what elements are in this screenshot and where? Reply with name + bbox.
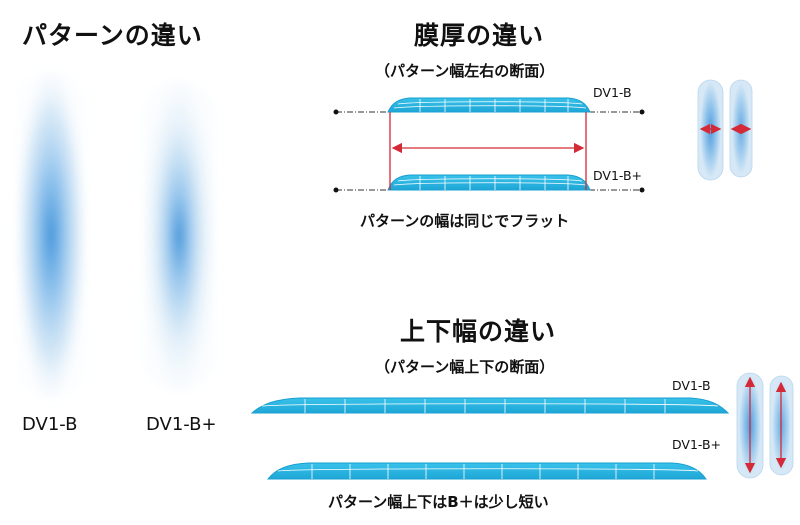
pattern-dv1-b-plus [143,80,215,392]
thickness-caption: パターンの幅は同じでフラット [360,212,570,230]
thickness-section-top [333,97,645,115]
thickness-section-bottom [333,174,645,193]
thickness-bottom-label: DV1-B+ [593,168,643,183]
pattern-b-label: DV1-B+ [146,414,217,435]
pattern-a-label: DV1-B [22,414,78,435]
length-subtitle: （パターン幅上下の断面） [375,358,555,376]
length-section-bottom [266,462,707,480]
length-height-icon [736,372,794,479]
thickness-top-label: DV1-B [593,85,632,100]
thickness-width-icon [697,79,753,181]
length-top-label: DV1-B [672,378,711,393]
width-equal-marker [389,112,587,190]
pattern-diff-title: パターンの違い [22,21,203,50]
length-caption: パターン幅上下はB＋は少し短い [328,493,549,511]
length-diff-title: 上下幅の違い [400,317,557,346]
length-bottom-label: DV1-B+ [672,437,722,452]
pattern-dv1-b [16,70,86,400]
thickness-subtitle: （パターン幅左右の断面） [375,62,555,80]
length-section-top [250,397,730,414]
thickness-diff-title: 膜厚の違い [414,21,545,50]
